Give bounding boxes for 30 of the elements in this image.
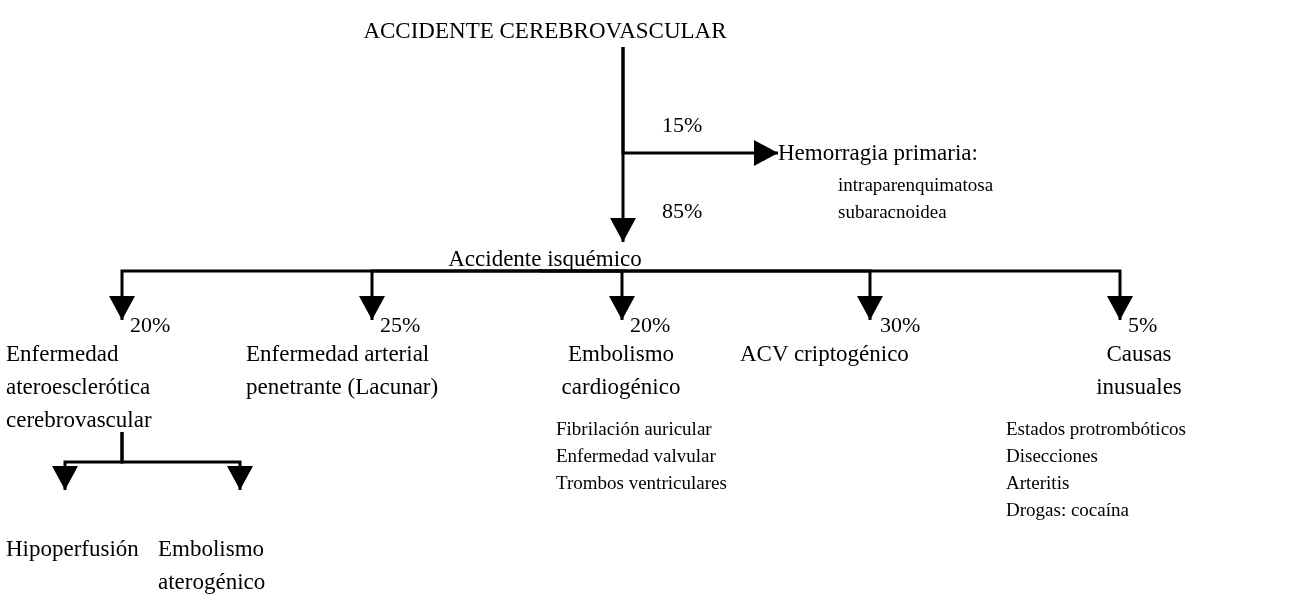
node-heading: Hipoperfusión bbox=[6, 535, 140, 563]
list-item: Trombos ventriculares bbox=[556, 471, 728, 495]
node-heading: Embolismo cardiogénico bbox=[560, 340, 682, 401]
edge-label: 20% bbox=[130, 312, 171, 338]
node-heading: Enfermedad ateroesclerótica cerebrovascular bbox=[6, 340, 153, 434]
arrow bbox=[120, 432, 253, 490]
node-heading: Causas inusuales bbox=[1095, 340, 1183, 401]
edge-label: 85% bbox=[662, 198, 703, 224]
list-item: intraparenquimatosa bbox=[838, 173, 995, 197]
arrow bbox=[359, 269, 542, 320]
edge-label: 25% bbox=[380, 312, 421, 338]
edge-label: 15% bbox=[662, 112, 703, 138]
node-heading: ACV criptogénico bbox=[740, 340, 910, 368]
edge-label: 30% bbox=[880, 312, 921, 338]
node-heading: Embolismo aterogénico bbox=[158, 535, 267, 596]
arrow bbox=[538, 269, 1133, 320]
node-heading: Accidente isquémico bbox=[447, 245, 643, 273]
list-item: Enfermedad valvular bbox=[556, 444, 717, 468]
node-heading: Hemorragia primaria: bbox=[778, 139, 979, 167]
edge-label: 20% bbox=[630, 312, 671, 338]
edge-label: 5% bbox=[1128, 312, 1158, 338]
list-item: Fibrilación auricular bbox=[556, 417, 713, 441]
list-item: subaracnoidea bbox=[838, 200, 948, 224]
node-heading: Enfermedad arterial penetrante (Lacunar) bbox=[246, 340, 440, 401]
node-heading: ACCIDENTE CEREBROVASCULAR bbox=[362, 17, 728, 45]
arrow bbox=[610, 47, 636, 242]
list-item: Estados protrombóticos bbox=[1006, 417, 1187, 441]
list-item: Drogas: cocaína bbox=[1006, 498, 1130, 522]
list-item: Arteritis bbox=[1006, 471, 1071, 495]
list-item: Disecciones bbox=[1006, 444, 1099, 468]
